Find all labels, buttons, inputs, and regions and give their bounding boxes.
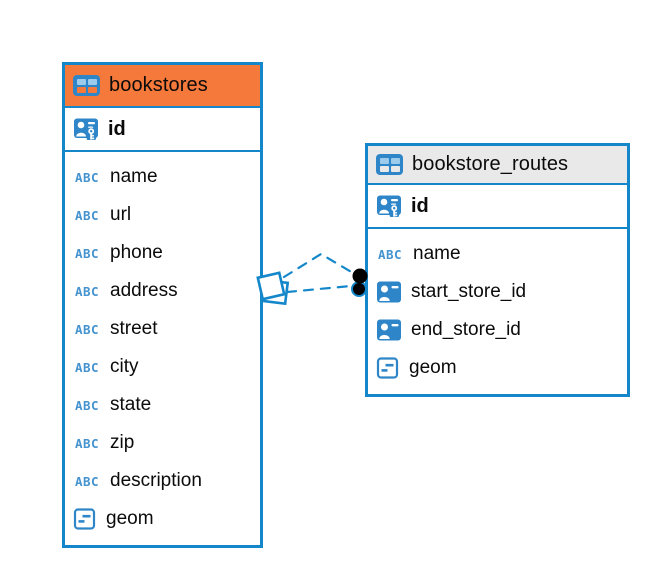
table-title: bookstores [109,74,208,96]
column-row-phone[interactable]: ABC phone [65,234,260,272]
table-bookstore-routes: bookstore_routes id ABC name [365,143,630,397]
column-name: zip [110,432,135,453]
column-row-geom[interactable]: geom [368,349,627,387]
column-name: geom [106,508,154,529]
column-list: ABC name start_store_id [368,229,627,394]
primary-key-icon [377,195,401,217]
relationship-line-start-store[interactable] [282,252,355,279]
column-name: state [110,394,152,415]
text-type-icon: ABC [74,283,100,299]
column-row-name[interactable]: ABC name [368,235,627,273]
column-row-address[interactable]: ABC address [65,272,260,310]
text-type-icon: ABC [74,473,100,489]
column-name: geom [409,357,457,378]
column-name: description [110,470,202,491]
table-icon [376,154,403,175]
column-row-id[interactable]: id [368,185,627,229]
column-row-url[interactable]: ABC url [65,196,260,234]
column-name: url [110,204,132,225]
primary-key-icon [74,118,98,140]
column-row-geom[interactable]: geom [65,500,260,538]
text-type-icon: ABC [74,169,100,185]
text-type-icon: ABC [74,359,100,375]
text-type-icon: ABC [74,321,100,337]
column-row-state[interactable]: ABC state [65,386,260,424]
column-name: phone [110,242,163,263]
table-bookstore-routes-header[interactable]: bookstore_routes [368,146,627,185]
column-row-name[interactable]: ABC name [65,158,260,196]
reference-type-icon [377,281,401,303]
relationship-line-end-store[interactable] [285,284,353,294]
column-row-id[interactable]: id [65,108,260,152]
column-name: street [110,318,158,339]
column-name: city [110,356,139,377]
column-name: start_store_id [411,281,527,302]
reference-type-icon [377,319,401,341]
column-row-street[interactable]: ABC street [65,310,260,348]
geometry-type-icon [376,357,399,379]
table-bookstores: bookstores id ABC name [62,62,263,548]
table-icon [73,75,100,96]
column-row-zip[interactable]: ABC zip [65,424,260,462]
column-row-city[interactable]: ABC city [65,348,260,386]
column-row-end-store-id[interactable]: end_store_id [368,311,627,349]
text-type-icon: ABC [377,246,403,262]
table-bookstores-header[interactable]: bookstores [65,65,260,108]
column-name: end_store_id [411,319,521,340]
column-name: name [413,243,461,264]
relationship-source-marker-front[interactable] [256,271,286,301]
column-row-start-store-id[interactable]: start_store_id [368,273,627,311]
relationship-target-dot-start-store[interactable] [352,268,368,284]
text-type-icon: ABC [74,435,100,451]
relationship-target-dot-end-store[interactable] [351,281,367,297]
text-type-icon: ABC [74,397,100,413]
text-type-icon: ABC [74,245,100,261]
geometry-type-icon [73,508,96,530]
table-title: bookstore_routes [412,153,569,175]
text-type-icon: ABC [74,207,100,223]
column-row-description[interactable]: ABC description [65,462,260,500]
column-name: address [110,280,178,301]
column-name: id [108,117,126,140]
column-list: ABC name ABC url ABC phone ABC address A… [65,152,260,545]
column-name: name [110,166,158,187]
column-name: id [411,194,429,217]
